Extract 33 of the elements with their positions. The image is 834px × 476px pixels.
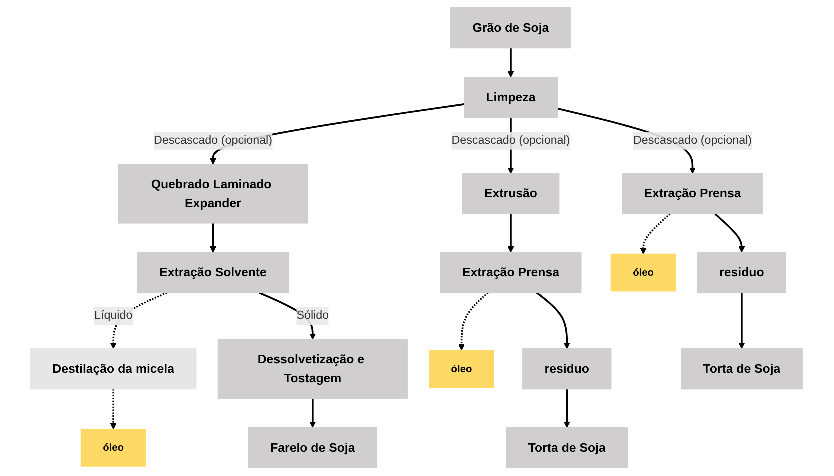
- node-box: residuo: [522, 348, 612, 390]
- node-box: Dessolvetização e Tostagem: [218, 339, 408, 399]
- arrow: [310, 398, 316, 428]
- node-box: óleo: [81, 429, 147, 467]
- edge-label: Descascado (opcional): [154, 134, 273, 147]
- arrow: [110, 389, 118, 430]
- node-box: Grão de Soja: [450, 7, 572, 49]
- arrow: [210, 223, 217, 253]
- node-box: residuo: [698, 252, 787, 294]
- node-box: óleo: [611, 254, 677, 292]
- arrow: [458, 292, 490, 351]
- arrow: [640, 213, 672, 254]
- node-box: Torta de Soja: [506, 427, 628, 469]
- edge-label: Sólido: [297, 310, 330, 322]
- node-box: Extrusão: [462, 173, 560, 214]
- node-box: Torta de Soja: [681, 348, 804, 390]
- node-box: Extração Solvente: [138, 252, 290, 294]
- arrow: [508, 48, 514, 78]
- arrow: [564, 389, 571, 428]
- node-box: Destilação da micela: [30, 348, 198, 390]
- node-box: Extração Prensa: [440, 252, 582, 294]
- edge-label: Descascado (opcional): [452, 134, 571, 147]
- arrow: [739, 292, 746, 350]
- edge-label: Líquido: [94, 310, 134, 322]
- node-box: Extração Prensa: [622, 173, 764, 214]
- arrow: [715, 213, 746, 253]
- node-box: Limpeza: [464, 77, 558, 118]
- node-box: óleo: [429, 350, 495, 388]
- node-box: Farelo de Soja: [248, 427, 378, 469]
- node-box: Quebrado Laminado Expander: [118, 164, 309, 224]
- arrow: [536, 292, 571, 350]
- edge-label: Descascado (opcional): [634, 134, 752, 147]
- arrow: [508, 214, 514, 253]
